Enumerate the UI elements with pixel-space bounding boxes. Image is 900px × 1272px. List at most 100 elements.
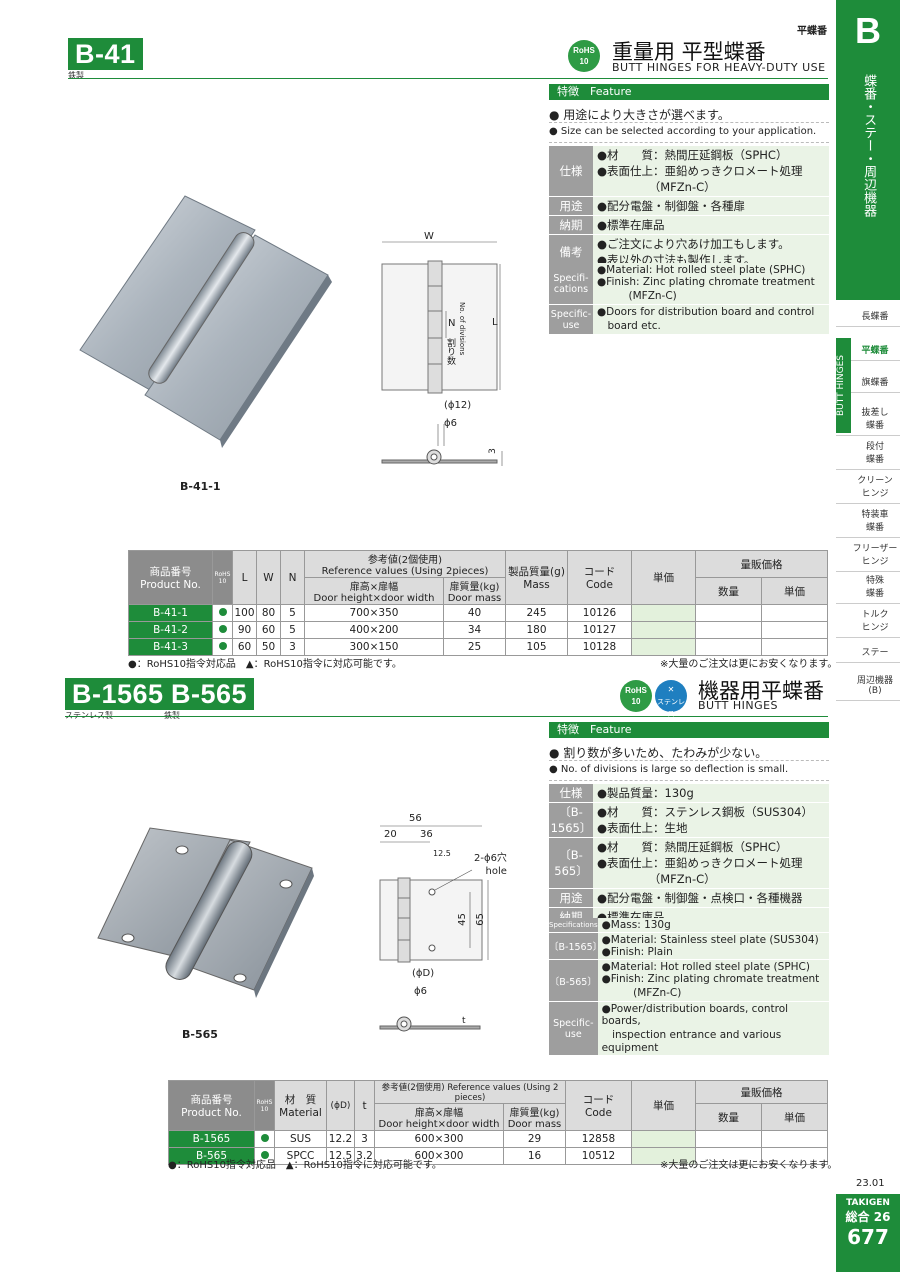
section1-code-block: B-41 鉄製 xyxy=(68,38,143,81)
product-code: B-41 xyxy=(68,38,143,70)
chapter-tab: B 蝶番・ステー・周辺機器 xyxy=(836,0,900,300)
table-cell: 10128 xyxy=(567,638,632,656)
table-cell: 60 xyxy=(232,638,257,656)
side-nav-item[interactable]: トルク ヒンジ xyxy=(836,604,900,638)
table-cell: 29 xyxy=(503,1130,566,1148)
spec-label: 仕様 xyxy=(549,784,593,803)
spec-value: ●標準在庫品 xyxy=(593,215,829,235)
table-cell: 12.2 xyxy=(326,1130,355,1148)
dim-divisions-jp: 割り数 xyxy=(445,338,455,365)
th-rohs: RoHS 10 xyxy=(212,550,233,605)
th-code-jp: コード xyxy=(582,1094,615,1106)
side-nav-item[interactable]: 特殊 蝶番 xyxy=(836,570,900,604)
side-nav-item[interactable]: 抜差し 蝶番 xyxy=(836,402,900,436)
feature-jp: ● 割り数が多いため、たわみが少ない。 xyxy=(549,746,768,760)
th-pmass-en: Mass xyxy=(523,579,550,591)
table-cell: 300×150 xyxy=(304,638,444,656)
photo-caption: B-41-1 xyxy=(180,480,221,493)
th-ref-en: Reference values (Using 2pieces) xyxy=(321,566,489,577)
side-nav-item[interactable]: 周辺機器 (B) xyxy=(836,670,900,701)
side-nav-item[interactable]: フリーザー ヒンジ xyxy=(836,538,900,572)
th-code-en: Code xyxy=(586,579,613,591)
dim-20: 20 xyxy=(384,829,397,840)
material-label: ステンレス製 xyxy=(65,710,171,721)
dim-d12: (ϕ12) xyxy=(444,400,472,411)
th-unit: 単価 xyxy=(761,1103,828,1131)
table-cell: 3 xyxy=(354,1130,375,1148)
table-cell xyxy=(631,1130,696,1148)
table-cell xyxy=(695,604,762,622)
th-door-jp: 扉高×扉幅 xyxy=(414,1108,464,1119)
spec-value: ●材 質：ステンレス鋼板（SUS304） ●表面仕上：生地 xyxy=(593,802,829,838)
th-dmass-en: Door mass xyxy=(507,1119,562,1130)
table-cell: 34 xyxy=(443,621,506,639)
th-qty: 数量 xyxy=(695,1103,762,1131)
table-cell: B-1565 xyxy=(168,1130,255,1148)
rohs-dot-icon xyxy=(260,1134,269,1142)
dim-phiD: (ϕD) xyxy=(412,968,435,979)
rohs-icon: RoHS 10 xyxy=(568,40,600,72)
material-label: 鉄製 xyxy=(164,710,254,721)
dim-d6: ϕ6 xyxy=(444,418,457,429)
th-qty: 数量 xyxy=(695,577,762,605)
spec-table-en: Specifications●Mass: 130g〔B-1565〕●Materi… xyxy=(549,918,829,1056)
brand: TAKIGEN xyxy=(846,1198,890,1208)
section2-title-jp: 機器用平蝶番 xyxy=(698,679,824,703)
spec-table-en: Specifi- cations●Material: Hot rolled st… xyxy=(549,263,829,335)
side-nav-item[interactable]: 平蝶番 xyxy=(836,340,900,361)
spec-value: ●Power/distribution boards, control boar… xyxy=(597,1001,829,1056)
section1-title-en: BUTT HINGES FOR HEAVY-DUTY USE xyxy=(612,61,826,74)
photo-caption: B-565 xyxy=(182,1028,218,1041)
stainless-icon: ✕ステンレス xyxy=(655,680,687,718)
side-nav-item[interactable]: 特装車 蝶番 xyxy=(836,504,900,538)
th-n: N xyxy=(280,550,305,605)
dim-phi6: ϕ6 xyxy=(414,986,427,997)
table-cell xyxy=(631,604,696,622)
th-bulk: 量販価格 xyxy=(695,550,828,578)
side-nav-item[interactable]: 長蝶番 xyxy=(836,306,900,327)
side-nav-item[interactable]: ステー xyxy=(836,642,900,663)
spec-value: ●Doors for distribution board and contro… xyxy=(593,304,829,335)
table-cell: B-565 xyxy=(168,1147,255,1165)
table-cell: 105 xyxy=(505,638,568,656)
side-nav-item[interactable]: 段付 蝶番 xyxy=(836,436,900,470)
th-pmass-jp: 製品質量(g) xyxy=(508,566,565,578)
dim-36: 36 xyxy=(420,829,433,840)
bulk-note: ※大量のご注文は更にお安くなります。 xyxy=(660,1160,838,1171)
footer-badge: TAKIGEN 総合 26 677 xyxy=(836,1194,900,1272)
table-cell xyxy=(761,604,828,622)
table-cell: 12858 xyxy=(565,1130,632,1148)
table-cell: 5 xyxy=(280,621,305,639)
table-cell: 100 xyxy=(232,604,257,622)
th-product-en: Product No. xyxy=(181,1107,242,1119)
table-cell: 600×300 xyxy=(374,1130,504,1148)
feature-en: ● Size can be selected according to your… xyxy=(549,126,817,137)
table-cell xyxy=(761,1147,828,1165)
th-l: L xyxy=(232,550,257,605)
product-code: B-565 xyxy=(164,678,255,710)
th-d: (ϕD) xyxy=(326,1080,355,1131)
table-cell: 16 xyxy=(503,1147,566,1165)
table-cell: B-41-1 xyxy=(128,604,213,622)
side-nav-item[interactable]: 旗蝶番 xyxy=(836,372,900,393)
table-cell xyxy=(631,621,696,639)
spec-table-jp: 仕様●材 質：熱間圧延鋼板（SPHC） ●表面仕上：亜鉛めっきクロメート処理 （… xyxy=(549,146,829,270)
rohs-icon: RoHS 10 xyxy=(620,680,652,712)
th-rohs: RoHS 10 xyxy=(254,1080,275,1131)
side-nav-item[interactable]: クリーン ヒンジ xyxy=(836,470,900,504)
dim-56: 56 xyxy=(409,813,422,824)
th-t: t xyxy=(354,1080,375,1131)
th-bulk: 量販価格 xyxy=(695,1080,828,1104)
spec-label: Specific- use xyxy=(549,1001,598,1056)
table-cell xyxy=(695,638,762,656)
th-w: W xyxy=(256,550,281,605)
spec-label: Specifi- cations xyxy=(549,263,593,305)
table-cell: 180 xyxy=(505,621,568,639)
feature-bar: 特徴 Feature xyxy=(549,722,829,738)
table-cell xyxy=(212,604,233,622)
